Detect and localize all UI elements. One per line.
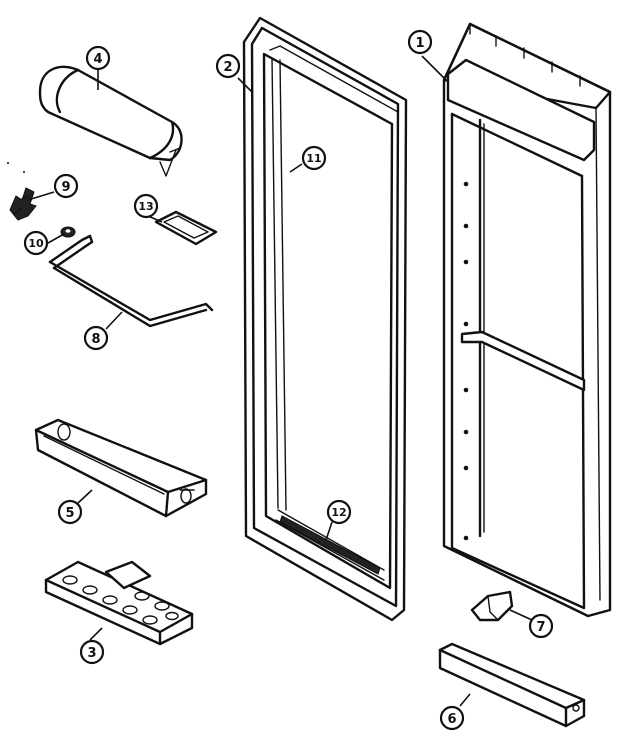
callout-5: 5 [57, 499, 83, 525]
part-egg-tray [44, 560, 194, 646]
part-shelf-bar [438, 642, 586, 728]
callout-6: 6 [439, 705, 465, 731]
callout-10: 10 [23, 230, 49, 256]
part-door-bin [34, 418, 208, 518]
callout-12: 12 [326, 499, 352, 525]
part-door-gasket [242, 16, 408, 622]
callout-3-label: 3 [87, 646, 96, 661]
callout-1-label: 1 [415, 36, 424, 51]
callout-11-label: 11 [306, 152, 321, 165]
callout-8-label: 8 [91, 332, 100, 347]
callout-7: 7 [528, 613, 554, 639]
callout-6-label: 6 [447, 712, 456, 727]
part-small-shelf [154, 210, 218, 246]
part-clip [470, 590, 514, 622]
callout-4: 4 [85, 45, 111, 71]
callout-1: 1 [407, 29, 433, 55]
callout-11: 11 [301, 145, 327, 171]
part-nut [60, 226, 76, 238]
part-door-liner [442, 22, 612, 618]
callout-9: 9 [53, 173, 79, 199]
callout-10-label: 10 [28, 237, 44, 250]
callout-13: 13 [133, 193, 159, 219]
callout-3: 3 [79, 639, 105, 665]
callout-13-label: 13 [138, 200, 153, 213]
callout-8: 8 [83, 325, 109, 351]
callout-2: 2 [215, 53, 241, 79]
part-wire-rod [48, 234, 214, 328]
callout-2-label: 2 [223, 60, 232, 75]
callout-5-label: 5 [65, 506, 74, 521]
callout-7-label: 7 [536, 620, 545, 635]
callout-12-label: 12 [331, 506, 346, 519]
part-dairy-cover [38, 65, 183, 177]
part-hinge-cluster [7, 162, 37, 221]
callout-4-label: 4 [93, 52, 102, 67]
callout-9-label: 9 [61, 180, 70, 195]
